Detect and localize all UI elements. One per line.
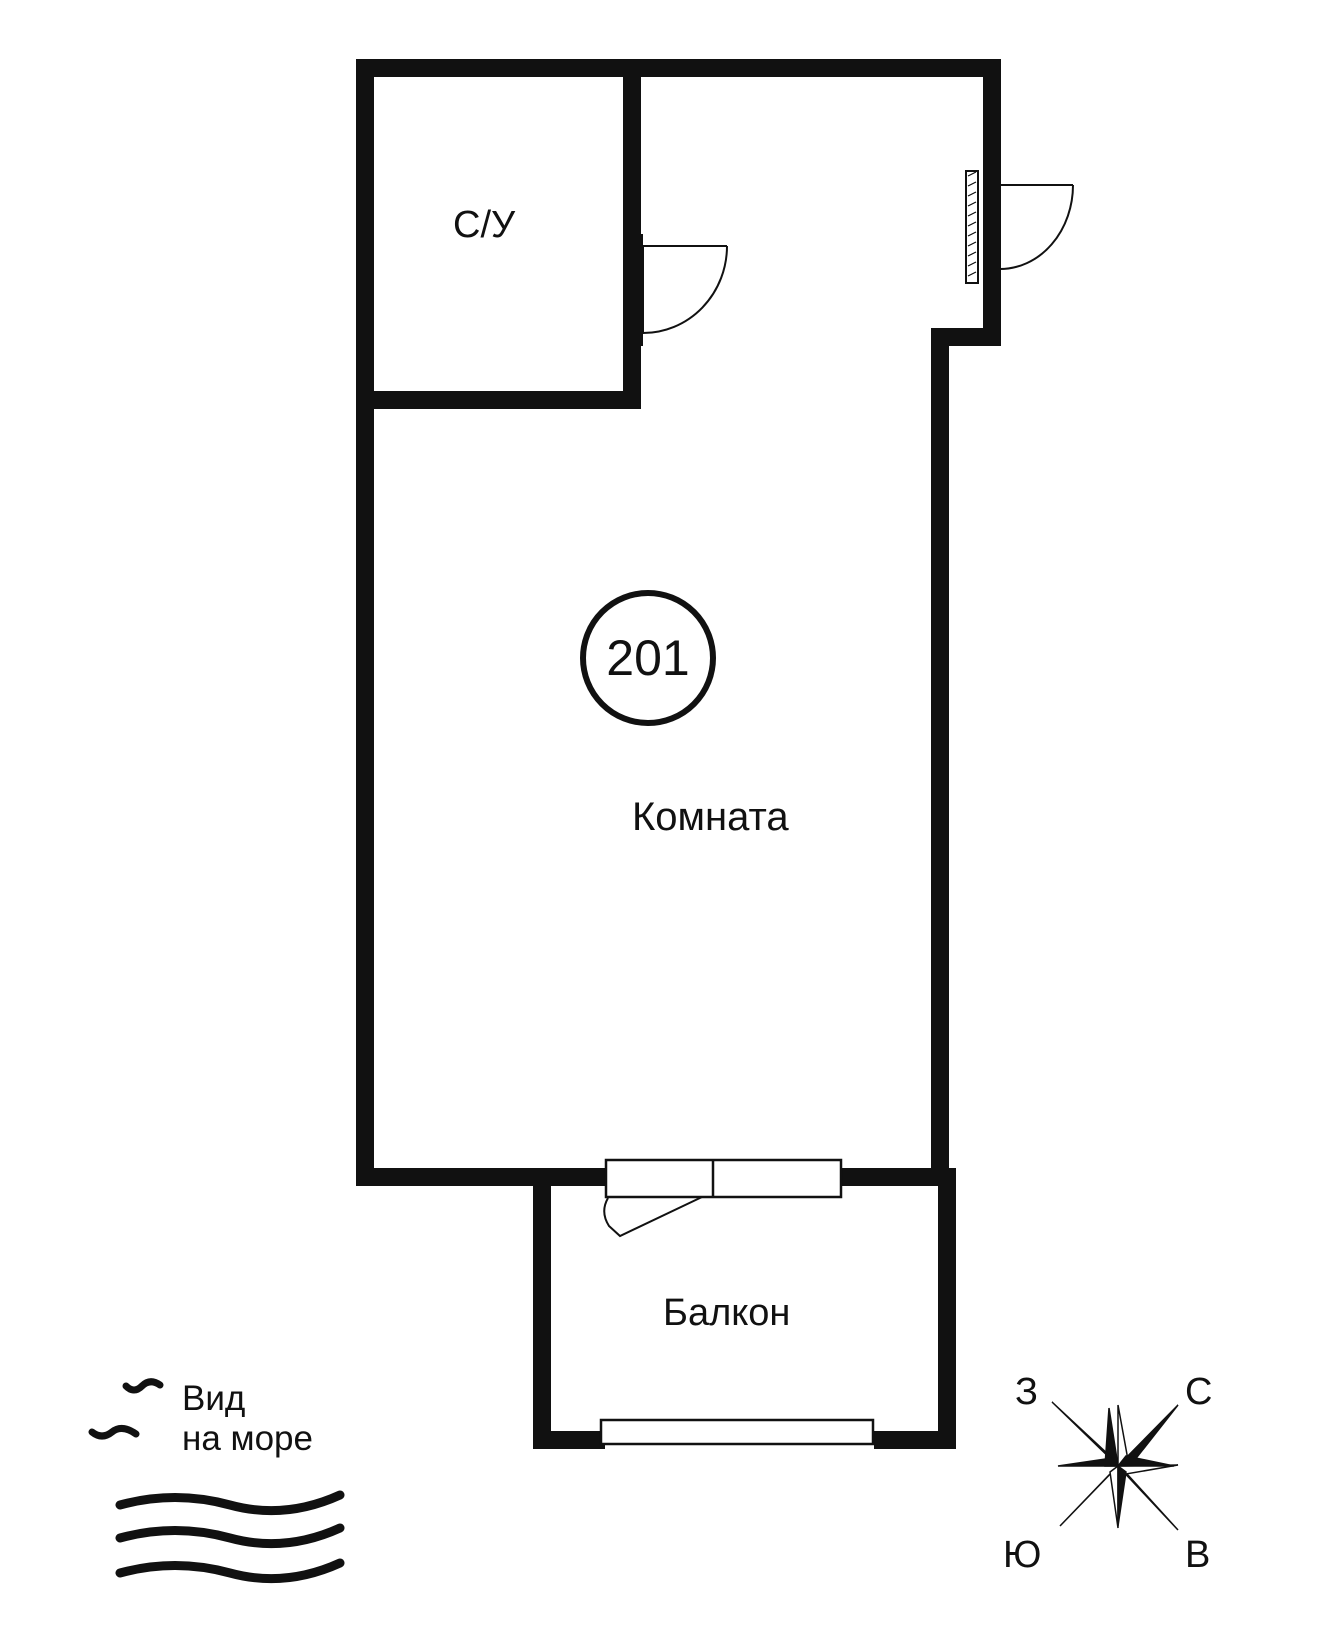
seagull-icon: [88, 1378, 164, 1440]
compass-north: С: [1185, 1371, 1212, 1413]
living-room-label: Комната: [632, 795, 789, 839]
balcony-wall: [533, 1168, 956, 1449]
compass-west: З: [1015, 1371, 1038, 1413]
compass-south: Ю: [1003, 1534, 1041, 1576]
compass-east: В: [1185, 1534, 1210, 1576]
sea-waves-icon: [115, 1490, 345, 1584]
compass-rose-icon: [1051, 1401, 1179, 1531]
bathroom-wall: [365, 68, 641, 409]
balcony-door[interactable]: [603, 1158, 843, 1238]
apartment-number: 201: [606, 630, 689, 686]
outer-wall: [356, 59, 1001, 1186]
balcony-label: Балкон: [663, 1292, 790, 1334]
bathroom-door[interactable]: [625, 234, 728, 346]
balcony-window: [599, 1418, 875, 1446]
bathroom-label: С/У: [453, 204, 516, 246]
sea-view-label-line2: на море: [182, 1419, 313, 1458]
entrance-door[interactable]: [965, 170, 1074, 284]
apartment-number-circle: [580, 590, 716, 726]
sea-view-label-line1: Вид: [182, 1379, 245, 1418]
